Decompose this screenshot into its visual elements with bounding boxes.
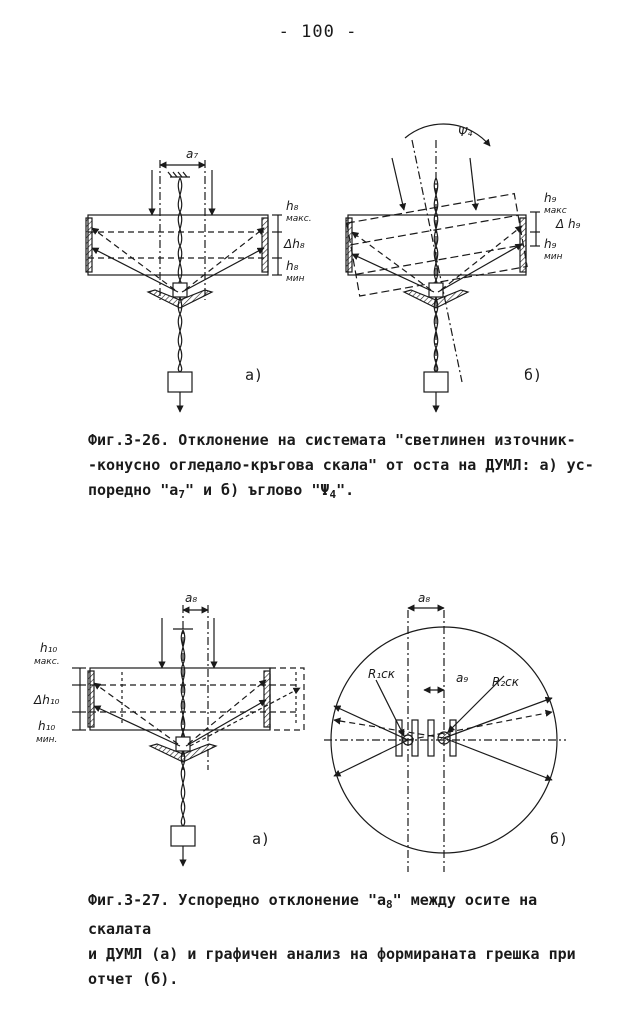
fig1-caption-line1: Фиг.3-26. Отклонение на системата "светл… [88, 431, 576, 449]
fig1-caption-line3-sub: 7 [178, 488, 185, 501]
fig1-caption-line3-part-c: ". [336, 481, 355, 499]
fig1-left-hmin-label: h₈ [286, 259, 299, 273]
fig1-caption-line3-part-a: поредно "a [88, 481, 179, 499]
fig2-left-panel-label: а) [252, 830, 270, 848]
fig1-left-hmin-sub: мин [286, 274, 305, 284]
fig1-caption-line3-sub2: 4 [329, 488, 337, 501]
fig2-left-a8-label: a₈ [185, 591, 197, 605]
fig1-right-deltah-label: Δ h₉ [555, 217, 581, 231]
fig2-caption-line2: и ДУМЛ (а) и графичен анализ на формиран… [88, 945, 576, 963]
fig2-right-r2-label: R₂ск [492, 675, 520, 689]
fig2-caption-line1-sub: 8 [386, 898, 393, 911]
fig1-right-hmin-sub: мин [544, 252, 563, 262]
fig2-left-hmin-label: h₁₀ [38, 719, 55, 733]
fig2-caption-line1-part-b: " между осите на скалата [88, 891, 538, 938]
figure-3-27-drawing: a₈ h₁₀ макс. Δh₁₀ h₁₀ мин. а) a₈ a₉ R₁ск… [33, 591, 568, 872]
fig2-right-diagram [324, 604, 566, 872]
figure-3-26-caption: Фиг.3-26. Отклонение на системата "светл… [88, 428, 608, 507]
fig1-right-panel-label: б) [524, 366, 542, 384]
fig1-caption-line3-part-b: " и б) ъглово "Ψ [184, 481, 330, 499]
fig1-right-hmin-label: h₉ [544, 237, 557, 251]
fig1-left-diagram [85, 160, 282, 413]
fig1-left-a7-label: a₇ [186, 147, 198, 161]
fig1-left-deltah-label: Δh₈ [283, 237, 305, 251]
fig2-right-panel-label: б) [550, 830, 568, 848]
fig2-left-deltah-label: Δh₁₀ [33, 693, 60, 707]
fig1-right-diagram [345, 123, 540, 413]
figure-3-26-drawing: a₇ h₈ макс. Δh₈ h₈ мин а) Ψ₄ h₉ [85, 123, 581, 413]
fig2-left-hmax-label: h₁₀ [40, 641, 57, 655]
fig1-caption-line3: поредно "a7" и б) ъглово "Ψ4". [88, 478, 608, 507]
fig2-right-a8-label: a₈ [418, 591, 430, 605]
fig1-right-hmax-sub: макс [544, 206, 567, 216]
fig2-caption-line1-part-a: Фиг.3-27. Успоредно отклонение "a [88, 891, 387, 909]
page-number: - 100 - [278, 22, 358, 42]
fig2-right-a9-label: a₉ [456, 671, 468, 685]
fig2-right-r1-label: R₁ск [368, 667, 396, 681]
fig2-caption-line1: Фиг.3-27. Успоредно отклонение "a8" межд… [88, 888, 608, 942]
fig1-caption-line2: -конусно огледало-кръгова скала" от оста… [88, 456, 594, 474]
fig1-left-panel-label: а) [245, 366, 263, 384]
fig1-left-hmax-sub: макс. [286, 214, 312, 224]
fig1-right-hmax-label: h₉ [544, 191, 557, 205]
figure-3-27-caption: Фиг.3-27. Успоредно отклонение "a8" межд… [88, 888, 608, 992]
fig2-left-hmax-sub: макс. [34, 657, 60, 667]
fig2-left-diagram [72, 605, 305, 867]
fig2-caption-line3: отчет (б). [88, 970, 179, 988]
fig1-right-psi-label: Ψ₄ [458, 125, 472, 139]
fig2-left-hmin-sub: мин. [36, 735, 57, 745]
fig1-left-hmax-label: h₈ [286, 199, 299, 213]
